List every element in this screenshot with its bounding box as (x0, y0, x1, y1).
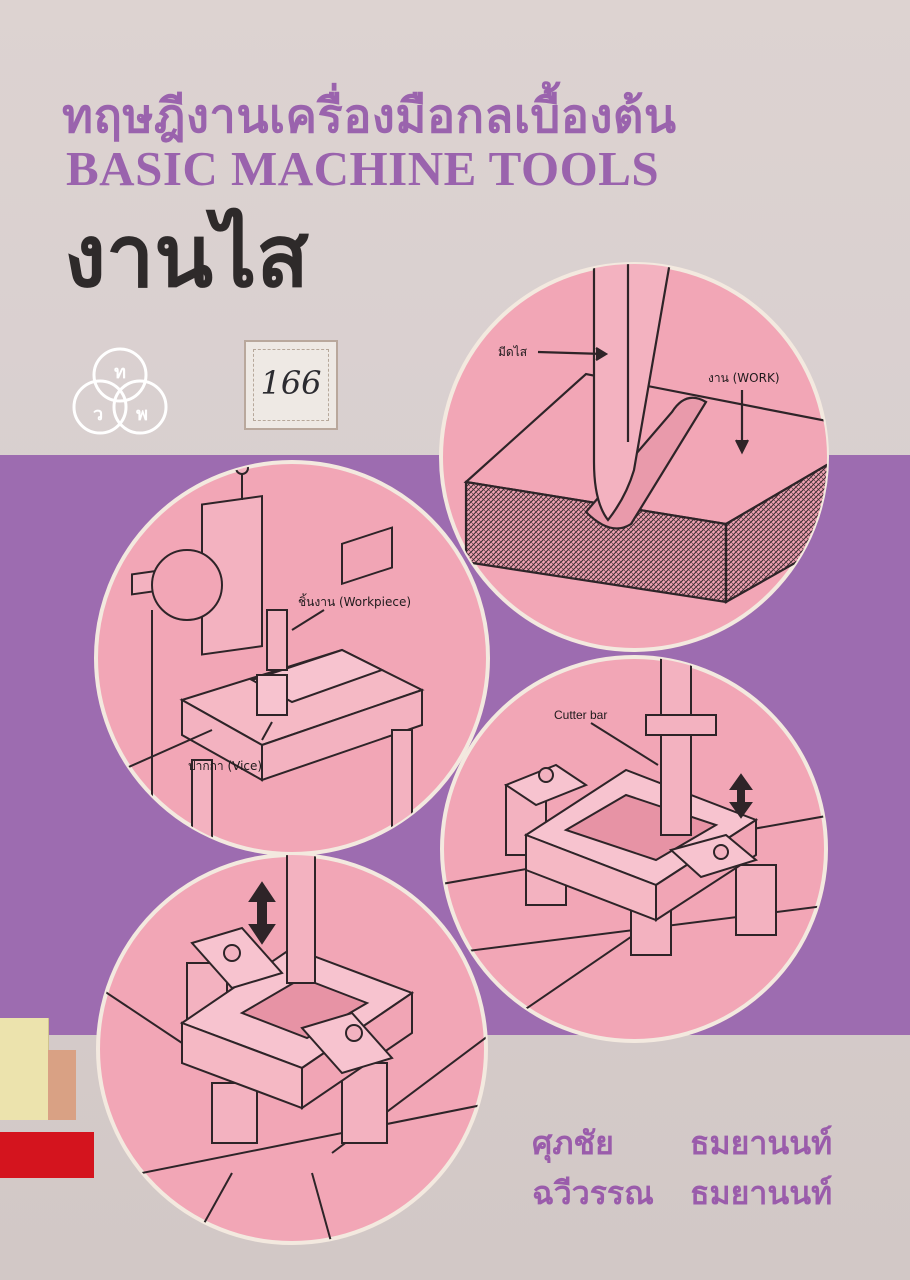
label-cutter-bar: Cutter bar (554, 708, 607, 722)
tool-cutting-diagram: มีดไส งาน (WORK) (439, 262, 829, 652)
label-work: งาน (WORK) (708, 371, 780, 385)
author-2-first: ฉวีวรรณ (532, 1174, 654, 1212)
library-label: 166 (244, 340, 338, 430)
title-thai: ทฤษฎีงานเครื่องมือกลเบื้องต้น (62, 89, 677, 144)
logo-letter-top: ท (114, 362, 126, 383)
label-tool: มีดไส (498, 345, 528, 359)
publisher-logo: ท ว พ (64, 343, 176, 443)
logo-circles-icon (72, 347, 168, 435)
diagram-circle (94, 460, 490, 856)
spine-sticker-red (0, 1132, 94, 1178)
author-2-last: ธมยานนท์ (690, 1174, 833, 1212)
logo-letter-right: พ (136, 404, 148, 425)
vice-shaper-diagram: ชิ้นงาน (Workpiece) ปากกา (Vice) (94, 460, 490, 856)
library-label-border (253, 349, 329, 421)
label-workpiece: ชิ้นงาน (Workpiece) (298, 593, 411, 609)
spine-sticker-yellow (0, 1018, 49, 1120)
logo-letter-left: ว (92, 404, 104, 425)
title-english: BASIC MACHINE TOOLS (66, 141, 660, 196)
library-label-number: 166 (260, 364, 322, 402)
subject-title: งานไส (64, 207, 309, 307)
label-vice: ปากกา (Vice) (188, 759, 262, 773)
clamp-frame-diagram (96, 853, 488, 1245)
author-1-first: ศุภชัย (532, 1124, 614, 1162)
spine-sticker-tan (48, 1050, 76, 1120)
author-1-last: ธมยานนท์ (690, 1124, 833, 1162)
cutter-bar-diagram: Cutter bar (440, 655, 828, 1043)
